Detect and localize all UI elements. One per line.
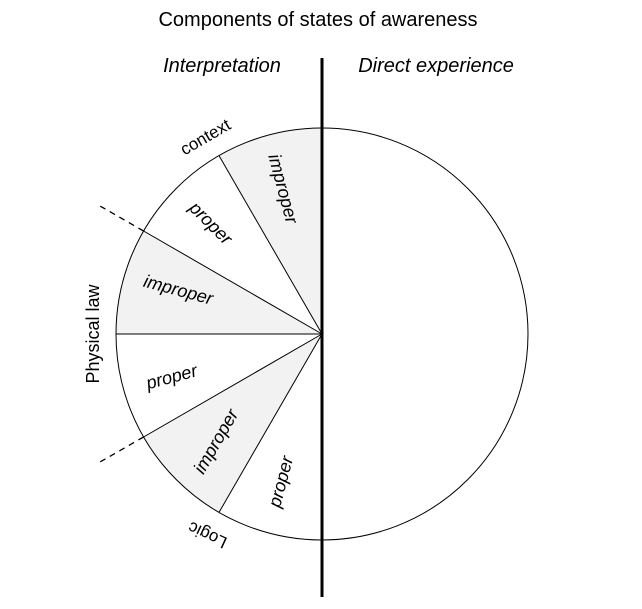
divider-4 [143,333,323,438]
outer-label-logic: Logic [185,518,230,553]
header-interpretation: Interpretation [163,55,281,77]
segment-improper-bottom [143,334,322,513]
divider-2 [143,230,323,335]
header-direct-experience: Direct experience [358,55,514,77]
outer-label-physical-law: Physical law [83,283,103,383]
physical-law-boundaries [99,205,144,463]
segment-label-proper-top: proper [185,197,237,249]
segment-improper-middle [116,231,322,334]
diagram-title: Components of states of awareness [158,9,477,31]
divider-5 [218,333,323,513]
segment-label-proper-middle: proper [143,360,200,393]
divider-1 [218,155,323,335]
segment-label-proper-bottom: proper [264,453,297,510]
dashed-boundary-lower [99,436,144,463]
dashed-boundary-upper [99,205,144,232]
segment-dividers [116,155,323,513]
segment-improper-top [219,128,322,334]
